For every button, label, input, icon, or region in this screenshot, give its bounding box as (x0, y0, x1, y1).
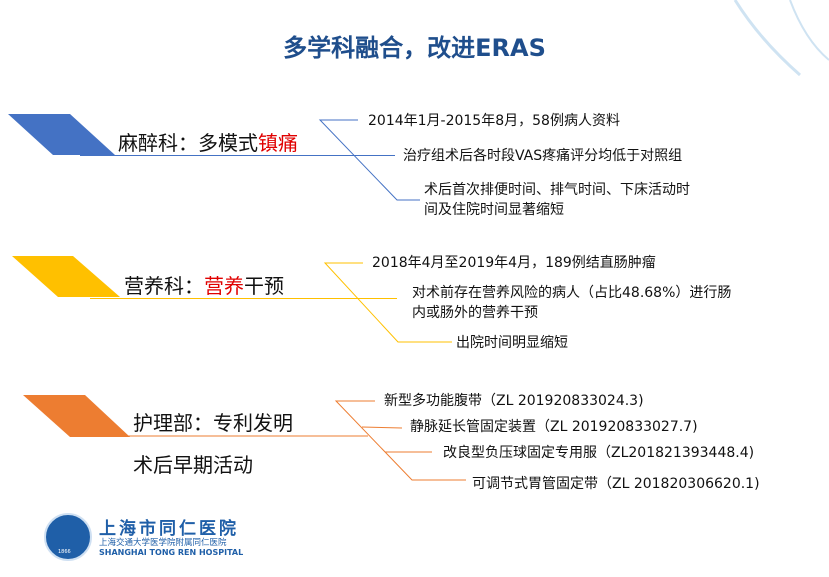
dept-label: 营养科： (124, 274, 204, 298)
list-item: 2014年1月-2015年8月，58例病人资料 (368, 113, 620, 129)
decor-curve (733, 0, 801, 77)
yellow-parallelogram (12, 256, 120, 297)
dept-label: 护理部： (133, 411, 213, 435)
list-item: 术后首次排便时间、排气时间、下床活动时 (424, 182, 690, 198)
list-item: 对术前存在营养风险的病人（占比48.68%）进行肠 (412, 285, 732, 301)
orange-branch (90, 400, 466, 481)
yellow-branch (90, 262, 452, 343)
blue-branch (80, 119, 420, 201)
section-heading-nutrition: 营养科：营养干预 (124, 270, 284, 299)
section-heading-anesthesia: 麻醉科：多模式镇痛 (118, 127, 298, 156)
logo-year: 1866 (58, 549, 71, 555)
list-item: 内或肠外的营养干预 (412, 305, 538, 321)
list-item: 新型多功能腹带（ZL 201920833024.3) (384, 393, 644, 409)
decor-curve (789, 0, 829, 61)
page-title: 多学科融合，改进ERAS (283, 34, 546, 62)
blue-parallelogram (8, 114, 115, 155)
logo-name-cn: 上海市同仁医院 (99, 519, 239, 539)
topic-text: 多模式 (198, 131, 258, 155)
list-item: 可调节式胃管固定带（ZL 201820306620.1) (472, 476, 760, 492)
list-item: 治疗组术后各时段VAS疼痛评分均低于对照组 (403, 148, 683, 164)
section-heading-nursing: 护理部：专利发明 (133, 407, 293, 436)
topic-highlight: 镇痛 (258, 131, 298, 155)
topic-text: 专利发明 (213, 411, 293, 435)
list-item: 2018年4月至2019年4月，189例结直肠肿瘤 (372, 255, 656, 271)
list-item: 出院时间明显缩短 (456, 335, 568, 351)
section-subtitle: 术后早期活动 (133, 453, 253, 477)
list-item: 静脉延长管固定装置（ZL 201920833027.7) (410, 419, 698, 435)
logo-subtitle: 上海交通大学医学院附属同仁医院 (99, 538, 227, 548)
list-item: 改良型负压球固定专用服（ZL201821393448.4) (443, 445, 755, 461)
hospital-logo-emblem: 1866 (44, 513, 92, 561)
topic-text: 干预 (244, 274, 284, 298)
orange-parallelogram (23, 395, 130, 437)
topic-highlight: 营养 (204, 274, 244, 298)
logo-name-en: SHANGHAI TONG REN HOSPITAL (99, 548, 244, 557)
list-item: 间及住院时间显著缩短 (424, 202, 564, 218)
dept-label: 麻醉科： (118, 131, 198, 155)
